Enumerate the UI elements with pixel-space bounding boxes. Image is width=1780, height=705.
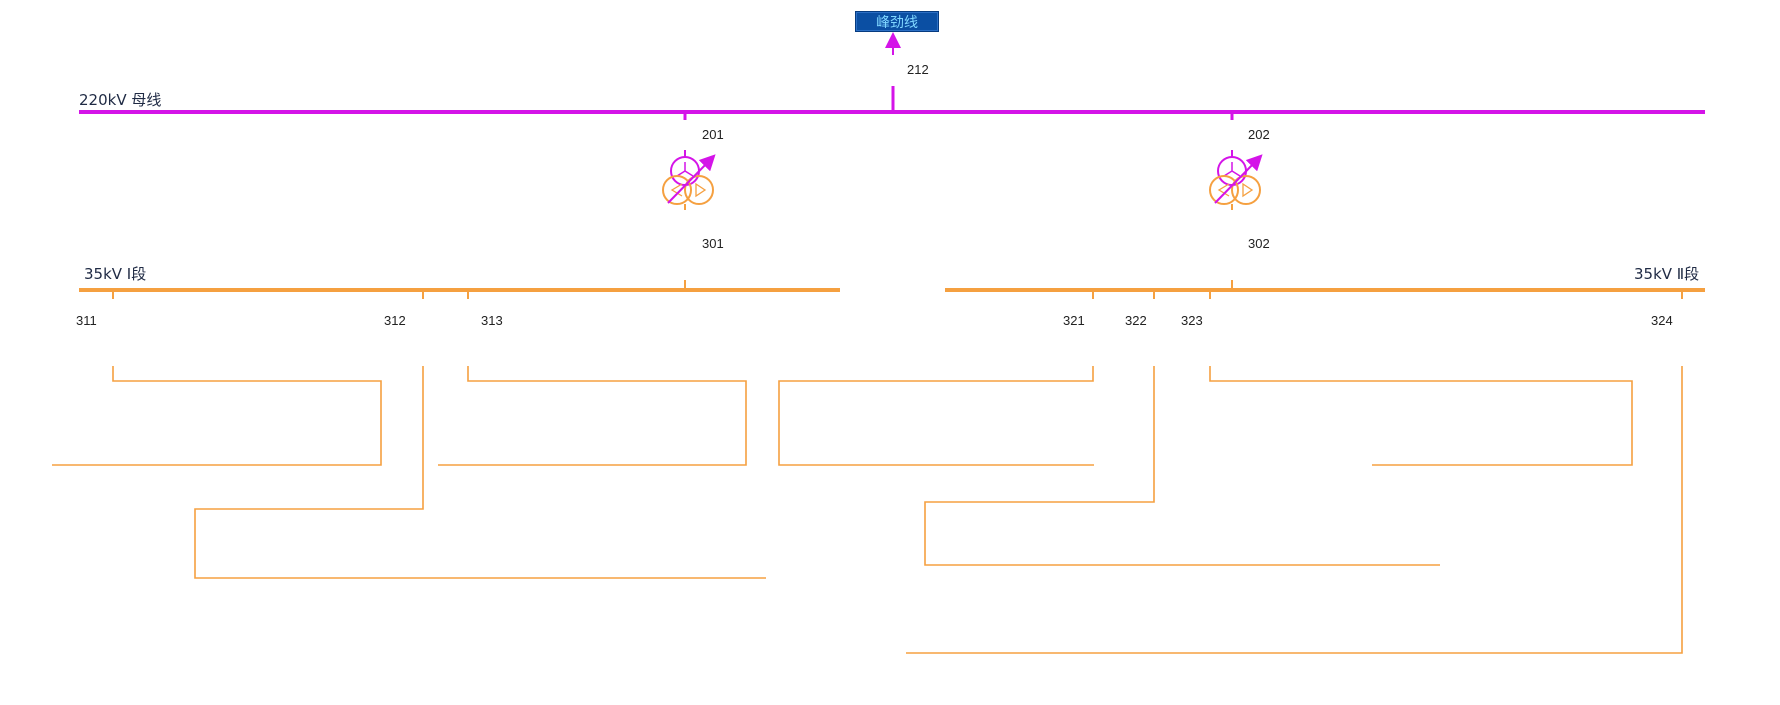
transformer-2-icon[interactable] (1209, 150, 1263, 210)
lv1-bus-label: 35kV Ⅰ段 (84, 265, 147, 283)
feeder-313-label: 313 (481, 313, 503, 328)
line-name-box[interactable]: 峰劲线 (855, 11, 939, 32)
feeder-323-line[interactable] (1209, 366, 1633, 466)
breaker-201-label: 201 (702, 127, 724, 142)
hv-bus-group (79, 32, 1705, 120)
feeder-324-line[interactable] (906, 366, 1683, 654)
feeder-312-label: 312 (384, 313, 406, 328)
feeder-324-label: 324 (1651, 313, 1673, 328)
feeder-322-label: 322 (1125, 313, 1147, 328)
feeder-313-line[interactable] (438, 366, 747, 466)
feeder-311-label: 311 (76, 313, 97, 328)
feeder-311-line[interactable] (52, 366, 382, 466)
lv-bus-group (79, 280, 1705, 299)
breaker-301-label: 301 (702, 236, 724, 251)
feeder-312-line[interactable] (194, 366, 766, 579)
hv-bus-label: 220kV 母线 (79, 91, 162, 109)
feeder-323-label: 323 (1181, 313, 1203, 328)
feeder-322-line[interactable] (924, 366, 1440, 566)
feeder-321-label: 321 (1063, 313, 1085, 328)
transformer-1-icon[interactable] (662, 150, 716, 210)
breaker-212-label: 212 (907, 62, 929, 77)
lv2-bus-label: 35kV Ⅱ段 (1634, 265, 1700, 283)
feeder-321-line[interactable] (778, 366, 1094, 466)
breaker-302-label: 302 (1248, 236, 1270, 251)
breaker-202-label: 202 (1248, 127, 1270, 142)
